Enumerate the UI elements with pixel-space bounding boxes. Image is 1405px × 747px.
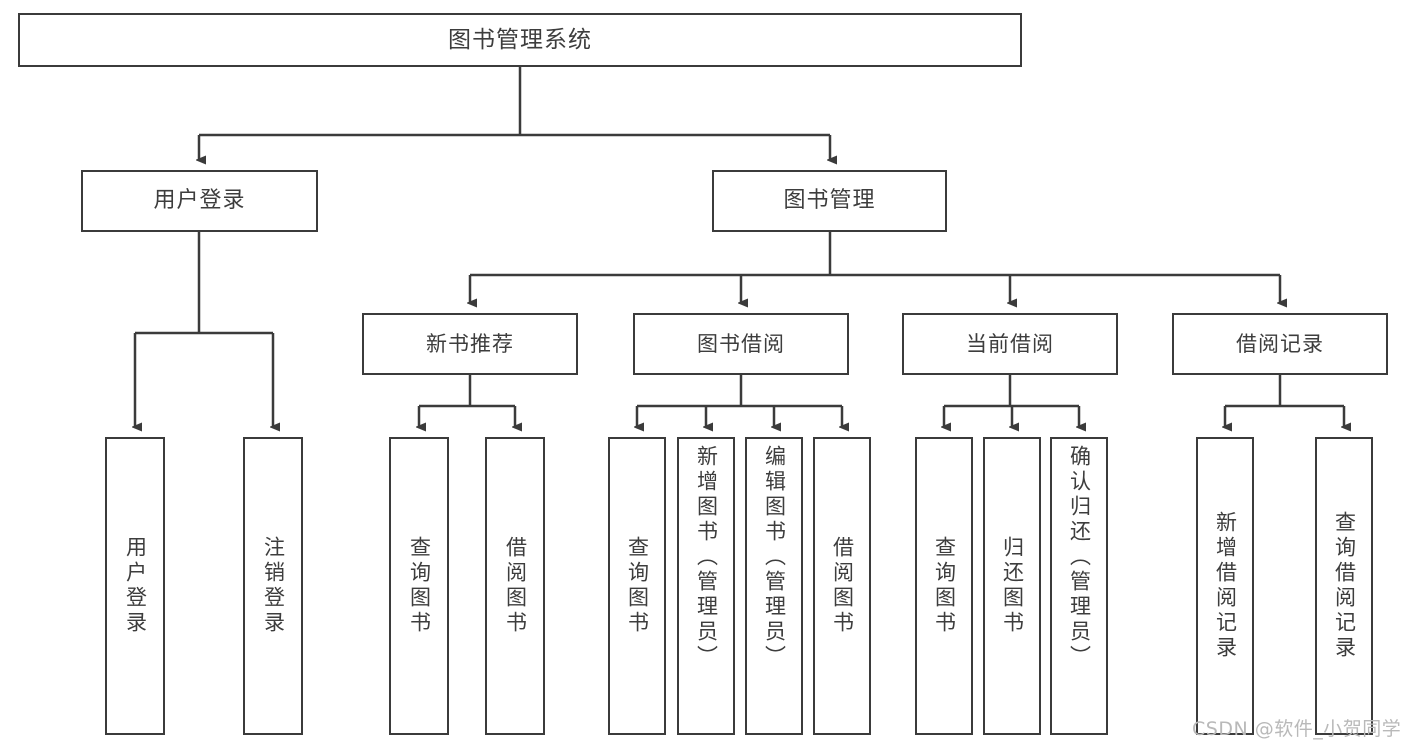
node-user-login[interactable]: 用户登录 — [81, 170, 318, 232]
node-book-borrow-label: 图书借阅 — [697, 331, 785, 356]
leaf-query-borrow-record[interactable]: 查询借阅记录 — [1315, 437, 1373, 735]
leaf-user-logout-label: 注销登录 — [261, 536, 286, 636]
leaf-confirm-return-admin-label: 确认归还（管理员） — [1067, 445, 1092, 670]
node-user-login-label: 用户登录 — [153, 188, 246, 214]
leaf-query-borrow-record-label: 查询借阅记录 — [1332, 511, 1357, 661]
leaf-borrow-book-recommend[interactable]: 借阅图书 — [485, 437, 545, 735]
node-book-management-label: 图书管理 — [783, 188, 876, 214]
node-root-label: 图书管理系统 — [448, 26, 592, 53]
csdn-watermark: CSDN @软件_小贺同学 — [1192, 718, 1402, 740]
leaf-user-logout[interactable]: 注销登录 — [243, 437, 303, 735]
node-current-borrow[interactable]: 当前借阅 — [902, 313, 1118, 375]
leaf-edit-book-admin[interactable]: 编辑图书（管理员） — [745, 437, 803, 735]
leaf-edit-book-admin-label: 编辑图书（管理员） — [762, 445, 787, 670]
leaf-add-borrow-record-label: 新增借阅记录 — [1213, 511, 1238, 661]
leaf-query-book-current[interactable]: 查询图书 — [915, 437, 973, 735]
node-borrow-record-label: 借阅记录 — [1236, 331, 1324, 356]
leaf-add-book-admin-label: 新增图书（管理员） — [694, 445, 719, 670]
leaf-query-book-borrow[interactable]: 查询图书 — [608, 437, 666, 735]
leaf-user-login[interactable]: 用户登录 — [105, 437, 165, 735]
leaf-query-book-current-label: 查询图书 — [932, 536, 957, 636]
node-book-management[interactable]: 图书管理 — [712, 170, 947, 232]
leaf-query-book-recommend[interactable]: 查询图书 — [389, 437, 449, 735]
leaf-query-book-borrow-label: 查询图书 — [625, 536, 650, 636]
node-root[interactable]: 图书管理系统 — [18, 13, 1022, 67]
node-book-borrow[interactable]: 图书借阅 — [633, 313, 849, 375]
leaf-confirm-return-admin[interactable]: 确认归还（管理员） — [1050, 437, 1108, 735]
leaf-query-book-recommend-label: 查询图书 — [407, 536, 432, 636]
leaf-user-login-label: 用户登录 — [123, 536, 148, 636]
node-new-book-recommend-label: 新书推荐 — [426, 331, 514, 356]
leaf-borrow-book[interactable]: 借阅图书 — [813, 437, 871, 735]
node-new-book-recommend[interactable]: 新书推荐 — [362, 313, 578, 375]
leaf-return-book[interactable]: 归还图书 — [983, 437, 1041, 735]
leaf-borrow-book-recommend-label: 借阅图书 — [503, 536, 528, 636]
node-borrow-record[interactable]: 借阅记录 — [1172, 313, 1388, 375]
leaf-return-book-label: 归还图书 — [1000, 536, 1025, 636]
leaf-add-borrow-record[interactable]: 新增借阅记录 — [1196, 437, 1254, 735]
node-current-borrow-label: 当前借阅 — [966, 331, 1054, 356]
leaf-borrow-book-label: 借阅图书 — [830, 536, 855, 636]
leaf-add-book-admin[interactable]: 新增图书（管理员） — [677, 437, 735, 735]
